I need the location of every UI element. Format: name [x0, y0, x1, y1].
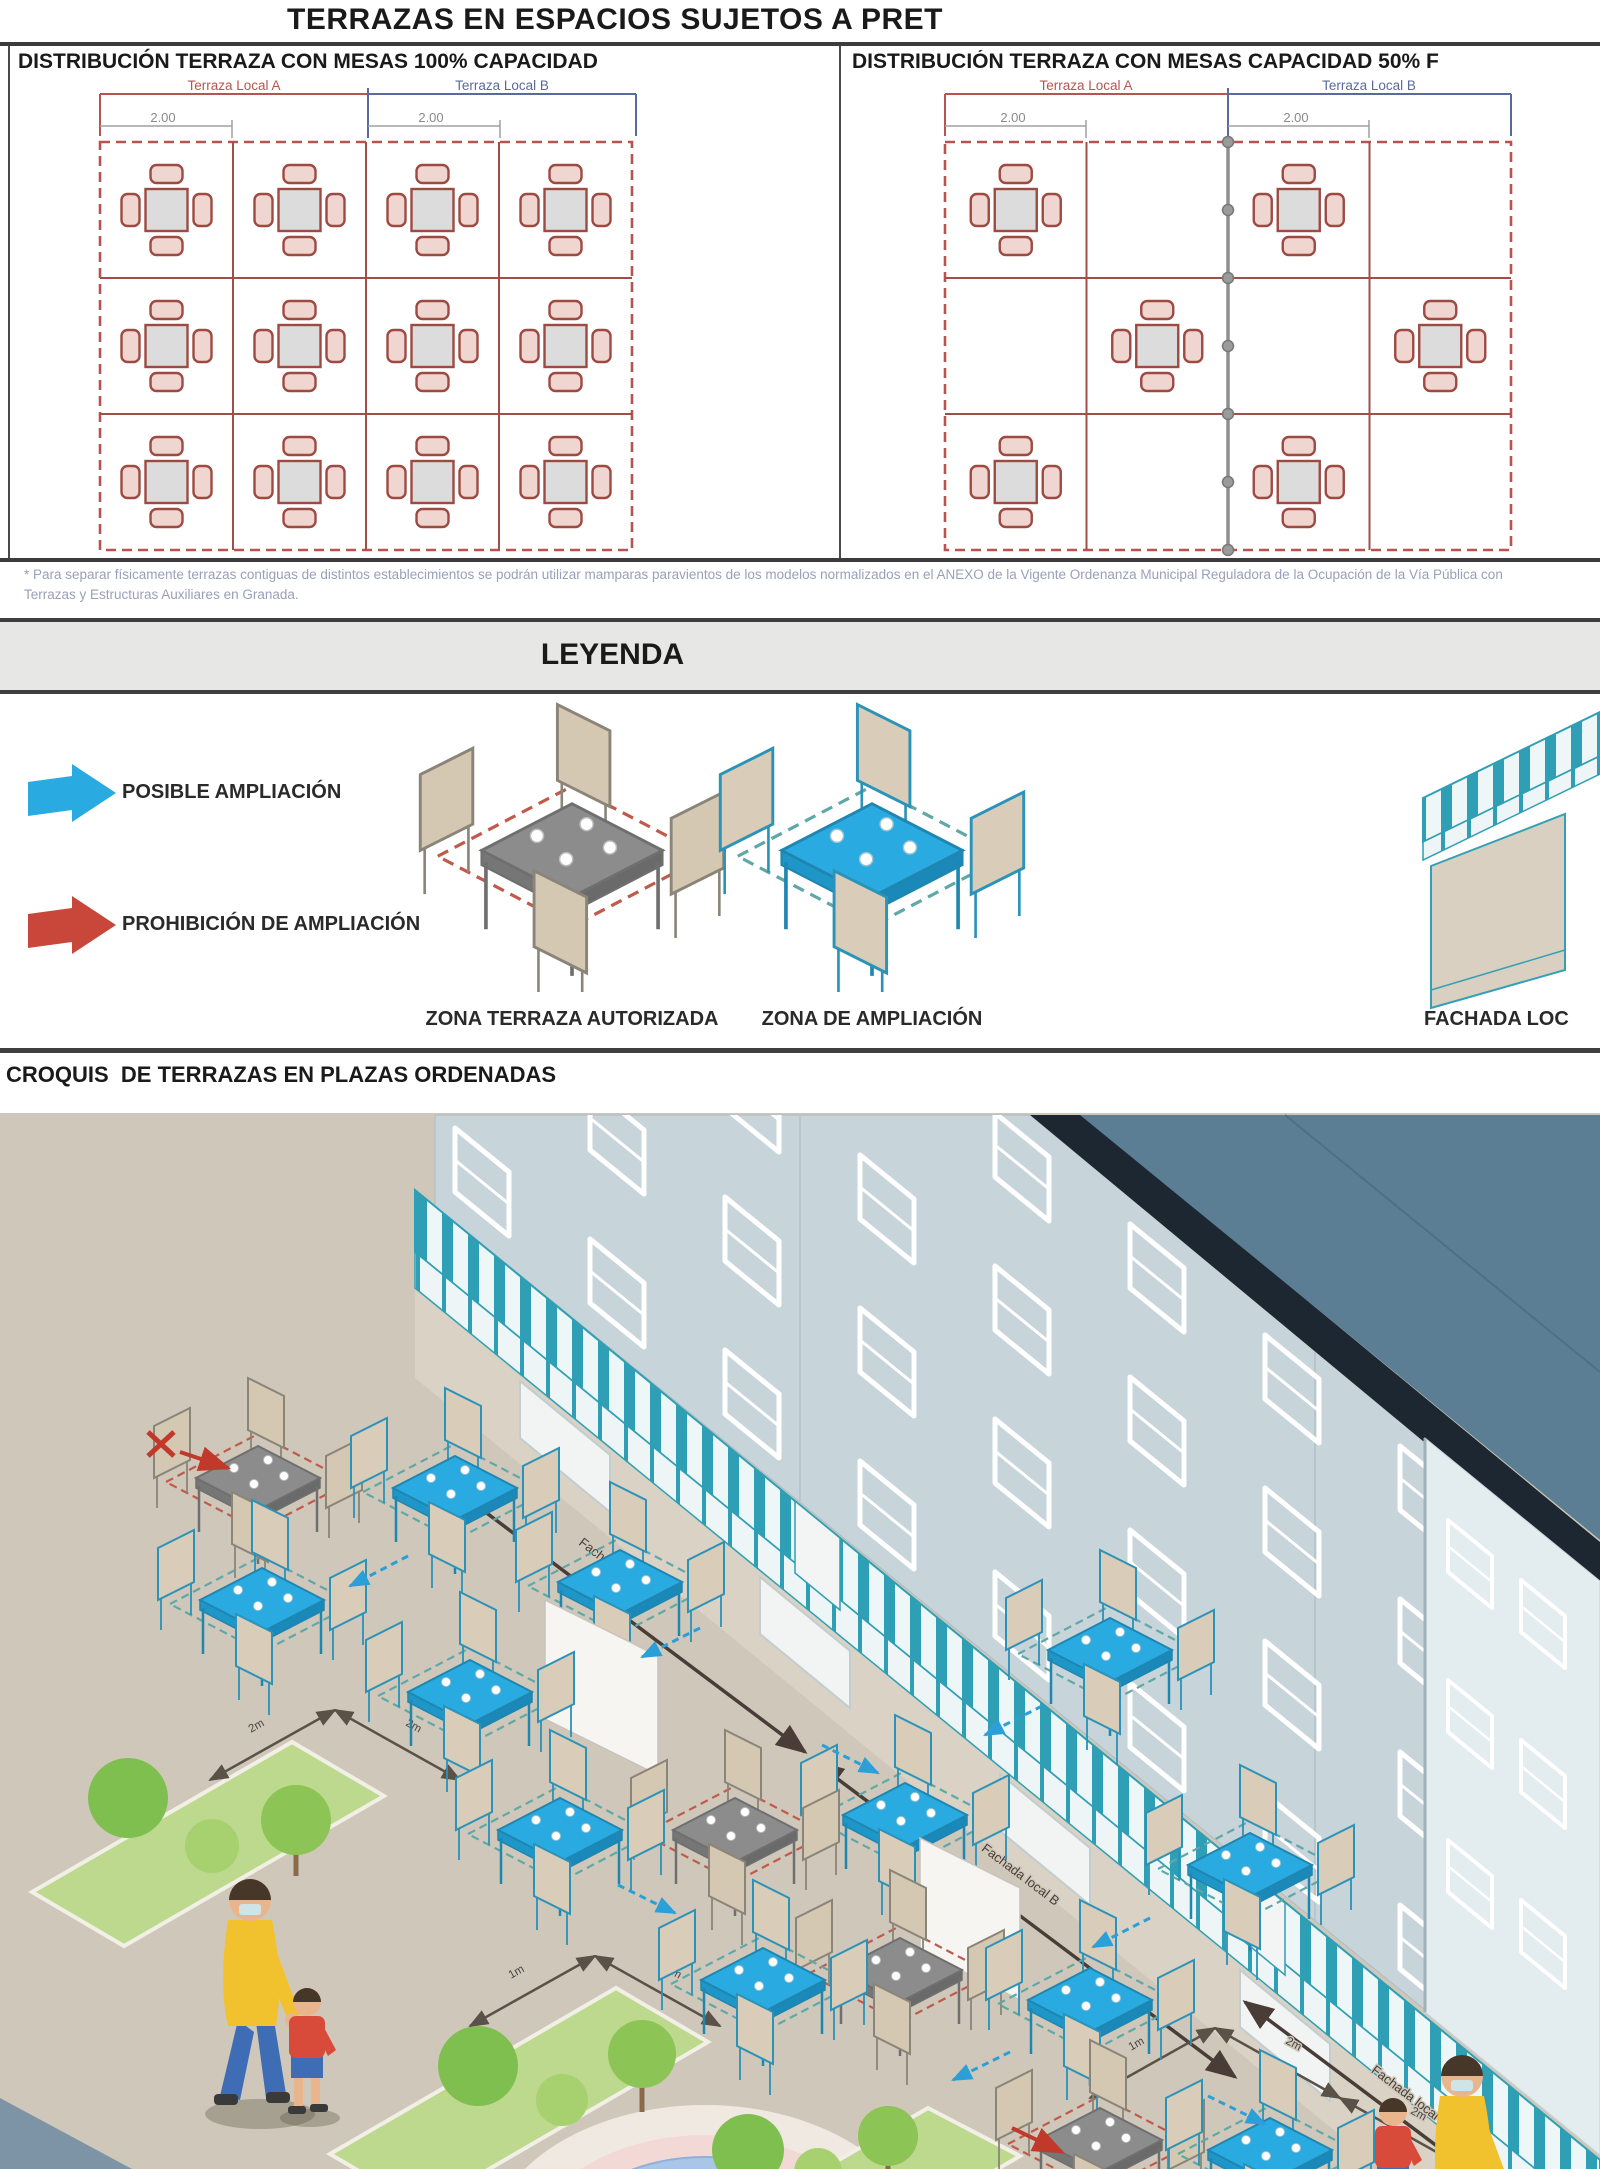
zone-expansion-illustration [718, 702, 1026, 992]
zone-authorized-illustration [418, 702, 726, 992]
prohibited-arrow-icon [179, 1446, 232, 1472]
zone-expansion-label: ZONA DE AMPLIACIÓN [761, 1008, 983, 1030]
zone-authorized-label: ZONA TERRAZA AUTORIZADA [425, 1008, 719, 1030]
terraza-local-a-label: Terraza Local A [1039, 80, 1132, 93]
prohibited-expansion-arrow-icon [28, 896, 116, 954]
iso-tables [152, 1376, 1376, 2169]
diagram-100-capacity: Terraza Local A Terraza Local B 2.00 2.0… [98, 80, 637, 552]
legend-bottom-divider [0, 1048, 1600, 1053]
panel-50-heading: DISTRIBUCIÓN TERRAZA CON MESAS CAPACIDAD… [852, 50, 1439, 73]
legend-header-bar: LEYENDA [0, 618, 1600, 694]
title-divider [0, 42, 1600, 46]
croquis-heading: CROQUIS DE TERRAZAS EN PLAZAS ORDENADAS [6, 1062, 557, 1087]
legend-item-possible: POSIBLE AMPLIACIÓN [122, 781, 342, 803]
diagram-50-capacity: Terraza Local A Terraza Local B 2.00 2.0… [943, 80, 1513, 557]
croquis-illustration: Fachada local A Fachada local B Fachada … [0, 1113, 1600, 2169]
corner-path [0, 2098, 132, 2169]
terraza-local-b-label: Terraza Local B [455, 80, 549, 93]
terraza-local-b-label: Terraza Local B [1322, 80, 1416, 93]
facade-illustration [1422, 710, 1600, 1010]
panel-divider [839, 46, 841, 558]
terraza-local-a-label: Terraza Local A [187, 80, 280, 93]
legend-heading: LEYENDA [540, 638, 685, 671]
dim-200-label: 2.00 [418, 110, 443, 125]
red-x-icon [146, 1430, 176, 1458]
building-facade-b [1423, 1436, 1600, 2156]
panel-bottom-divider [0, 558, 1600, 562]
footnote: * Para separar físicamente terrazas cont… [24, 567, 1503, 603]
prohibition-marks [146, 1430, 1065, 2154]
prohibited-arrow-icon [1011, 2126, 1065, 2154]
roof-plane [1080, 1114, 1600, 1540]
page-title: TERRAZAS EN ESPACIOS SUJETOS A PRET [287, 3, 943, 36]
dim-200-label: 2.00 [1283, 110, 1308, 125]
possible-expansion-arrow-icon [28, 764, 116, 822]
mampara-divider [1221, 135, 1235, 557]
legend-item-prohibited: PROHIBICIÓN DE AMPLIACIÓN [122, 913, 421, 935]
expansion-arrows [348, 1554, 1267, 2126]
dim-200-label: 2.00 [1000, 110, 1025, 125]
facade-label: FACHADA LOC [1424, 1008, 1569, 1030]
panel-100-heading: DISTRIBUCIÓN TERRAZA CON MESAS 100% CAPA… [18, 50, 598, 73]
dim-200-label: 2.00 [150, 110, 175, 125]
panel-left-border [8, 46, 10, 558]
